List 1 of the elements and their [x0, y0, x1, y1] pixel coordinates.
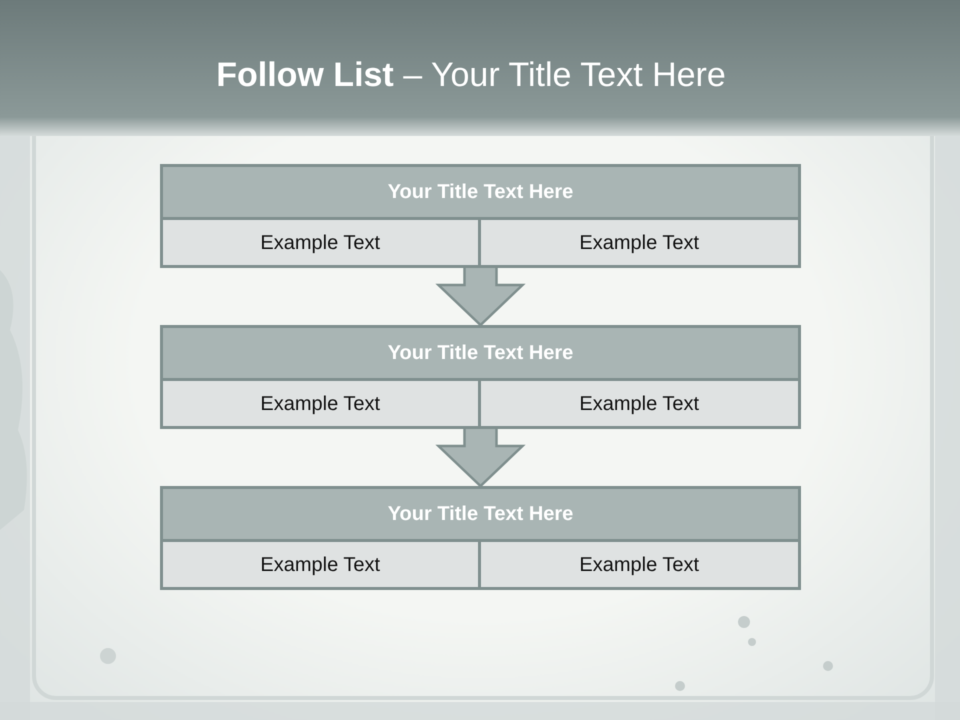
- slide-title: Follow List – Your Title Text Here: [216, 56, 726, 94]
